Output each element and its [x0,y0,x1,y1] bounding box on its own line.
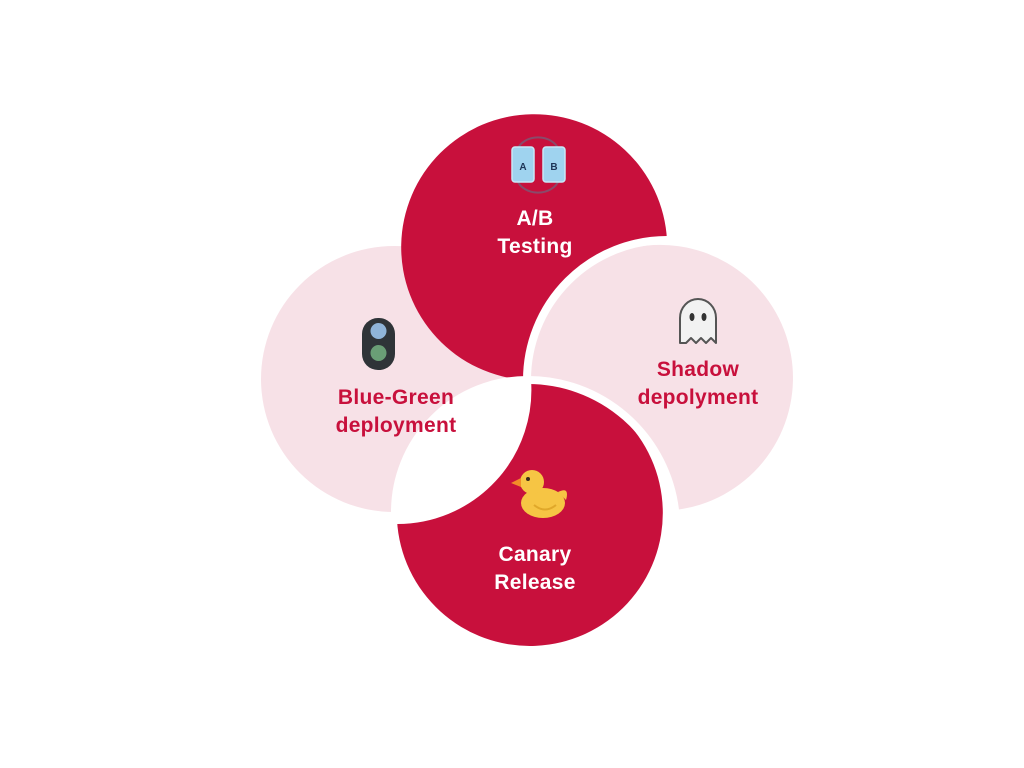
traffic-light-icon [362,318,395,370]
label-blue-green-line2: deployment [335,414,457,437]
label-canary-line1: Canary [498,543,572,566]
ab-devices-icon: A B [511,136,566,194]
label-shadow-line1: Shadow [656,358,740,381]
label-ab-testing-line1: A/B [516,207,554,230]
label-ab-testing-line2: Testing [497,235,573,258]
ab-icon-letter-a: A [519,162,526,173]
petal-shadow [526,244,793,510]
label-blue-green-line1: Blue-Green [337,386,455,409]
label-shadow-line2: depolyment [637,386,759,409]
label-canary: Canary Release [455,541,615,597]
label-canary-line2: Release [494,571,576,594]
petal-ab-testing [401,114,667,381]
label-ab-testing: A/B Testing [455,205,615,261]
label-blue-green: Blue-Green deployment [316,384,476,440]
ghost-icon [679,298,717,344]
label-shadow: Shadow depolyment [618,356,778,412]
duck-icon [511,470,567,518]
petal-separators [391,236,679,525]
ab-icon-letter-b: B [550,162,557,173]
